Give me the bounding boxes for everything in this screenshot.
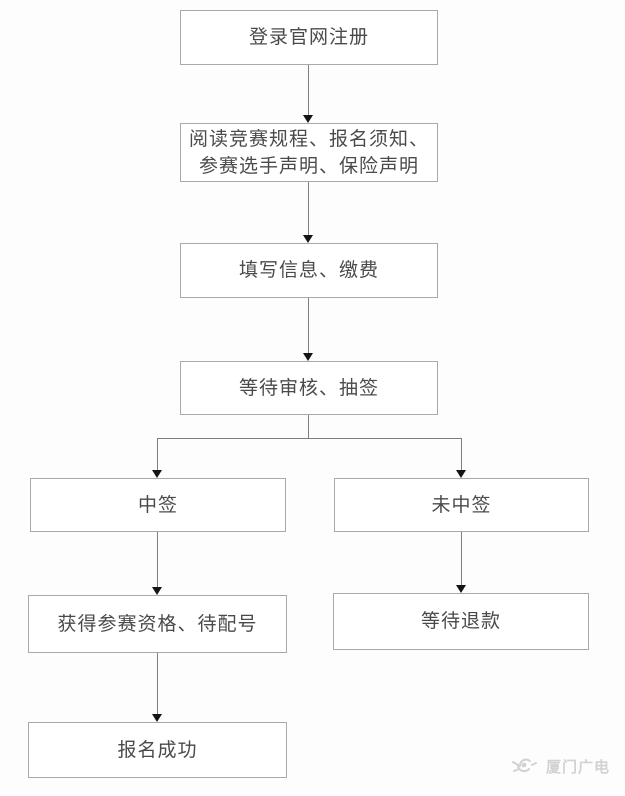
flow-node-wait-refund: 等待退款: [333, 593, 589, 650]
branch-horizontal-line: [157, 438, 462, 439]
arrow-branch-to-not-selected: [461, 438, 462, 470]
arrowhead-icon: [152, 470, 162, 478]
arrow-register-to-read-rules: [308, 65, 309, 117]
arrow-read-rules-to-fill-info: [308, 182, 309, 235]
flow-node-label: 获得参赛资格、待配号: [57, 613, 258, 635]
flow-node-label: 等待审核、抽签: [238, 377, 379, 399]
arrowhead-icon: [152, 587, 162, 595]
flow-node-label: 未中签: [431, 494, 492, 516]
flow-node-label: 等待退款: [420, 611, 501, 632]
flow-node-label: 报名成功: [117, 739, 198, 761]
flow-node-qualified: 获得参赛资格、待配号: [28, 595, 287, 653]
arrowhead-icon: [152, 714, 162, 722]
flow-node-read-rules: 阅读竞赛规程、报名须知、 参赛选手声明、保险声明: [180, 123, 438, 182]
watermark-label: 厦门广电: [546, 758, 611, 776]
arrow-branch-to-selected: [157, 438, 158, 470]
flow-node-label: 中签: [137, 494, 178, 516]
branch-stem-line: [308, 415, 309, 438]
arrowhead-icon: [303, 353, 313, 361]
xiamen-media-logo-icon: [512, 758, 537, 773]
arrowhead-icon: [456, 470, 466, 478]
arrow-fill-info-to-wait-review: [308, 298, 309, 353]
flow-node-fill-info: 填写信息、缴费: [180, 243, 438, 298]
flow-node-wait-review: 等待审核、抽签: [180, 361, 438, 415]
arrow-not-selected-to-wait-refund: [461, 532, 462, 585]
flow-node-label: 填写信息、缴费: [238, 260, 379, 281]
arrowhead-icon: [303, 115, 313, 123]
flow-node-label: 登录官网注册: [248, 27, 369, 48]
arrowhead-icon: [456, 585, 466, 593]
arrow-qualified-to-success: [157, 653, 158, 714]
arrow-selected-to-qualified: [157, 532, 158, 587]
flow-node-register: 登录官网注册: [180, 10, 438, 65]
flow-node-selected: 中签: [30, 478, 286, 532]
flow-node-not-selected: 未中签: [334, 478, 589, 532]
watermark: 厦门广电: [510, 753, 610, 779]
flow-node-label: 阅读竞赛规程、报名须知、 参赛选手声明、保险声明: [188, 128, 429, 177]
arrowhead-icon: [303, 235, 313, 243]
flow-node-success: 报名成功: [28, 722, 287, 778]
